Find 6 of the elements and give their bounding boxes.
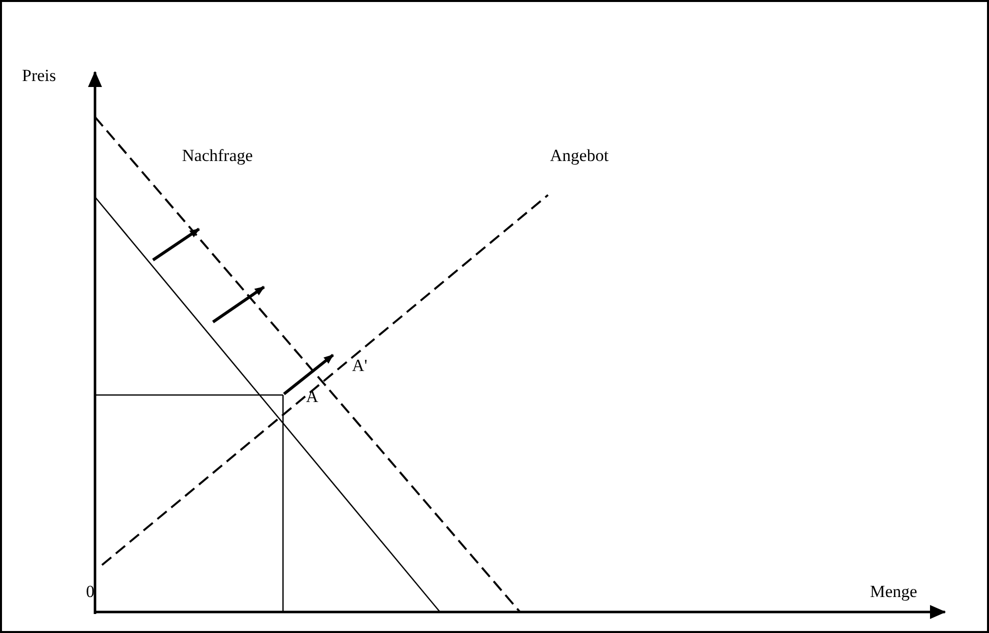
- axis-label: Preis: [22, 66, 56, 86]
- point-label: A': [352, 356, 368, 376]
- origin-label: 0: [86, 582, 94, 602]
- curve-label: Nachfrage: [182, 146, 253, 166]
- curve-label: Angebot: [550, 146, 609, 166]
- axis-label: Menge: [870, 582, 918, 602]
